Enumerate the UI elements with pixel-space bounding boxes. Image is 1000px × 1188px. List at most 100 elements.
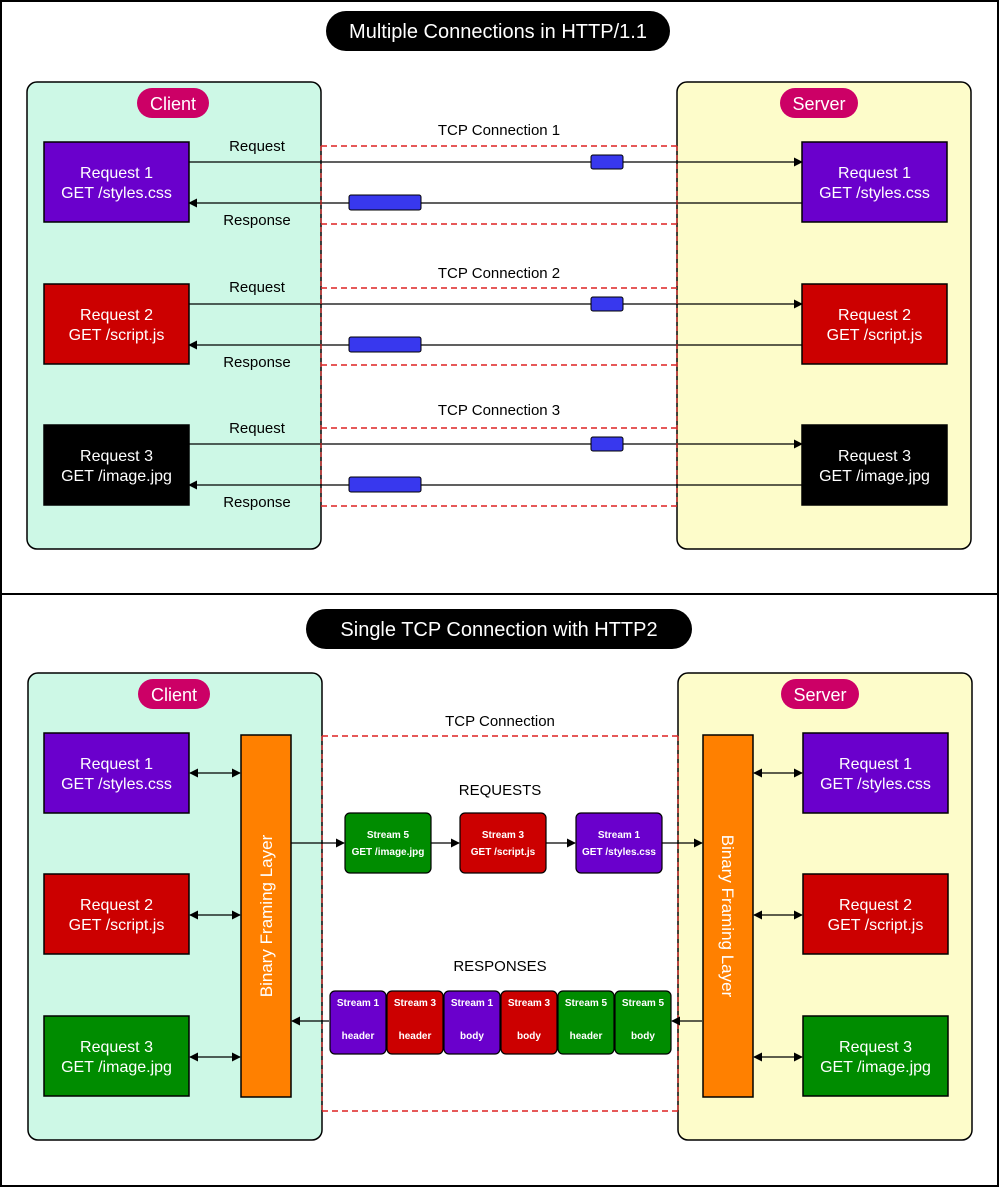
bottom-client-request-3-line2: GET /image.jpg [61,1059,172,1076]
top-panel: Multiple Connections in HTTP/1.1 Client … [26,11,972,550]
bottom-client-request-2-box [43,873,190,955]
request-stream-5-line1: Stream 5 [367,830,410,841]
bottom-server-request-1-box [802,732,949,814]
client-request-3-box [43,424,190,506]
top-client-tag-text: Client [150,94,196,114]
bottom-server-request-3-line2: GET /image.jpg [820,1059,931,1076]
bottom-client-tag: Client [138,679,210,709]
response-1-packet [348,194,422,211]
tcp-connection-3-label: TCP Connection 3 [438,402,560,419]
response-frame-1-line1: Stream 1 [337,998,380,1009]
tcp-connection-1: TCP Connection 1 Request 1 GET /styles.c… [43,122,948,229]
request-3-packet [590,436,624,452]
client-binary-framing-layer-label: Binary Framing Layer [257,834,276,997]
client-request-1-line2: GET /styles.css [61,185,172,202]
server-request-1-box [801,141,948,223]
bottom-client-request-1-line1: Request 1 [80,756,153,773]
bottom-client-request-2-line1: Request 2 [80,897,153,914]
response-frame-6-box [614,990,672,1055]
request-1-packet [590,154,624,170]
server-request-3-line2: GET /image.jpg [819,468,930,485]
request-stream-1-box [575,812,663,874]
top-client-tag-pill [137,88,209,118]
server-request-3-line1: Request 3 [838,448,911,465]
request-1-label: Request [229,138,286,155]
response-3-packet [348,476,422,493]
request-stream-3-box [459,812,547,874]
response-frame-1-line2: header [342,1031,375,1042]
request-3-label: Request [229,420,286,437]
server-request-3-box [801,424,948,506]
bottom-server-tag: Server [781,679,859,709]
bottom-server-tag-text: Server [793,685,846,705]
request-stream-5-box [344,812,432,874]
response-frame-2-line1: Stream 3 [394,998,437,1009]
client-binary-framing-layer [240,734,292,1098]
client-request-3-line2: GET /image.jpg [61,468,172,485]
server-request-1-line2: GET /styles.css [819,185,930,202]
bottom-client-request-1-box [43,732,190,814]
bottom-panel: Single TCP Connection with HTTP2 Client … [27,609,973,1141]
bottom-server-request-1-line1: Request 1 [839,756,912,773]
response-1-label: Response [223,212,291,229]
requests-label: REQUESTS [459,782,542,799]
server-binary-framing-layer-label: Binary Framing Layer [718,835,737,998]
top-server-tag-text: Server [792,94,845,114]
tcp-connection-3: TCP Connection 3 Request 3 GET /image.jp… [43,402,948,511]
response-frame-6-line1: Stream 5 [622,998,665,1009]
response-frame-3-line1: Stream 1 [451,998,494,1009]
response-frame-5-line2: header [570,1031,603,1042]
bottom-server-request-2-box [802,873,949,955]
response-frame-3-line2: body [460,1031,484,1042]
tcp-connection-label: TCP Connection [445,713,555,730]
client-request-2-line1: Request 2 [80,307,153,324]
request-stream-1-line1: Stream 1 [598,830,641,841]
responses-label: RESPONSES [453,958,546,975]
response-2-packet [348,336,422,353]
top-title-pill [326,11,670,51]
bottom-client-request-2-line2: GET /script.js [69,917,165,934]
top-title-text: Multiple Connections in HTTP/1.1 [349,21,647,43]
response-frame-4-line1: Stream 3 [508,998,551,1009]
response-frame-4-box [500,990,558,1055]
top-title: Multiple Connections in HTTP/1.1 [326,11,670,51]
top-server-tag-pill [780,88,858,118]
bottom-server-request-3-box [802,1015,949,1097]
request-stream-5-line2: GET /image.jpg [352,847,425,858]
bottom-title-pill [306,609,692,649]
bottom-server-request-2-line2: GET /script.js [828,917,924,934]
response-frame-5-line1: Stream 5 [565,998,608,1009]
client-request-2-line2: GET /script.js [69,327,165,344]
client-request-1-box [43,141,190,223]
tcp-connection-2-label: TCP Connection 2 [438,265,560,282]
bottom-client-request-3-box [43,1015,190,1097]
server-request-1-line1: Request 1 [838,165,911,182]
response-frame-1-box [329,990,387,1055]
request-2-packet [590,296,624,312]
request-stream-1-line2: GET /styles.css [582,847,656,858]
tcp-connection-2: TCP Connection 2 Request 2 GET /script.j… [43,265,948,371]
response-frame-3-box [443,990,501,1055]
bottom-client-request-1-line2: GET /styles.css [61,776,172,793]
bottom-title: Single TCP Connection with HTTP2 [306,609,692,649]
tcp-connection-1-label: TCP Connection 1 [438,122,560,139]
bottom-client-tag-text: Client [151,685,197,705]
server-binary-framing-layer [702,734,754,1098]
client-request-2-box [43,283,190,365]
bottom-client-tag-pill [138,679,210,709]
bottom-client-request-3-line1: Request 3 [80,1039,153,1056]
response-frame-2-box [386,990,444,1055]
response-2-label: Response [223,354,291,371]
response-3-label: Response [223,494,291,511]
top-client-tag: Client [137,88,209,118]
server-request-2-box [801,283,948,365]
client-request-3-line1: Request 3 [80,448,153,465]
request-stream-3-line2: GET /script.js [471,847,536,858]
bottom-title-text: Single TCP Connection with HTTP2 [340,619,657,641]
bottom-server-request-1-line2: GET /styles.css [820,776,931,793]
server-request-2-line1: Request 2 [838,307,911,324]
response-frame-5-box [557,990,615,1055]
server-request-2-line2: GET /script.js [827,327,923,344]
response-frame-2-line2: header [399,1031,432,1042]
response-frame-6-line2: body [631,1031,655,1042]
